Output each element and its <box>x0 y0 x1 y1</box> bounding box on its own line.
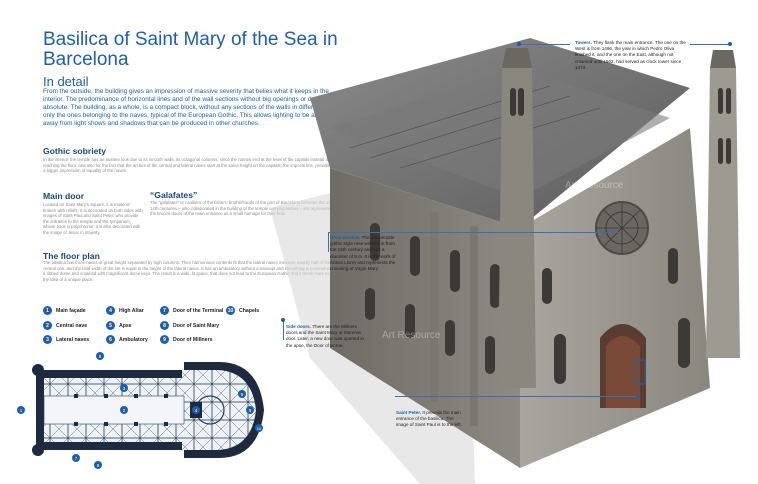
saint-peter-callout-title: Saint Peter. <box>396 410 422 415</box>
galafates-text: The “galafates” or caulkers of the fishe… <box>150 200 343 217</box>
plan-marker-label: 2 <box>123 408 126 413</box>
legend-label: Door of the Terminal <box>173 307 224 314</box>
plan-marker <box>17 406 25 414</box>
subtitle: In detail <box>43 74 89 89</box>
plan-marker <box>255 424 263 432</box>
watermark: Art Resource <box>565 180 624 191</box>
floor-plan-heading: The floor plan <box>43 251 100 261</box>
towers-marker-east <box>728 42 732 46</box>
plan-markers: 1 2 3 4 5 6 7 8 9 10 <box>17 352 263 469</box>
legend-item: 6 Ambulatory <box>106 335 148 344</box>
legend-number: 6 <box>106 335 115 344</box>
legend-number: 3 <box>43 335 52 344</box>
towers-leader-east <box>690 44 730 45</box>
plan-marker-label: 3 <box>123 386 126 391</box>
galafates-heading: “Galafates” <box>150 190 198 200</box>
side-wall <box>330 168 520 468</box>
plan-marker <box>120 406 128 414</box>
legend-label: Chapels <box>239 307 260 314</box>
legend-label: Main façade <box>56 307 86 314</box>
plan-marker <box>246 406 254 414</box>
saint-peter-callout-text: It prevails the main entrance of the bas… <box>396 410 462 428</box>
legend-item: 10 Chapels <box>226 306 259 315</box>
rose-window-callout: Rose window. The insuperable gothic styl… <box>330 235 402 272</box>
plan-marker-label: 4 <box>195 408 198 413</box>
legend-label: Door of Millners <box>173 336 213 343</box>
towers-marker <box>517 42 521 46</box>
gothic-text: In the interior, the temple has an auste… <box>43 157 333 174</box>
rose-leader-h <box>328 232 618 233</box>
towers-callout: Towers. They flank the main entrance. Th… <box>575 40 687 71</box>
legend-label: High Altar <box>119 307 144 314</box>
page-title: Basilica of Saint Mary of the Sea in Bar… <box>43 29 338 70</box>
basilica-illustration <box>270 38 740 484</box>
tower-west <box>498 48 536 388</box>
plan-marker-label: 10 <box>257 426 262 431</box>
legend-item: 5 Apse <box>106 321 132 330</box>
side-doors-marker <box>281 318 285 322</box>
watermark: Art Resource <box>382 330 441 341</box>
rose-callout-text: The insuperable gothic style rose window… <box>330 235 396 272</box>
legend-number: 1 <box>43 306 52 315</box>
plan-marker-label: 9 <box>99 354 102 359</box>
towers-leader <box>520 44 570 45</box>
plan-marker <box>120 384 128 392</box>
plan-marker <box>72 454 80 462</box>
legend-label: Lateral naves <box>56 336 90 343</box>
saint-peter-marker <box>636 394 640 398</box>
side-doors-callout-text: There are the Millners doors and the Sai… <box>286 324 364 348</box>
plan-marker <box>94 461 102 469</box>
legend-number: 8 <box>160 321 169 330</box>
legend-number: 2 <box>43 321 52 330</box>
gothic-heading: Gothic sobriety <box>43 146 107 156</box>
legend-item: 1 Main façade <box>43 306 86 315</box>
legend-label: Central nave <box>56 322 88 329</box>
floor-plan-text: The basilica has three naves of great he… <box>43 260 335 282</box>
legend-item: 7 Door of the Terminal <box>160 306 223 315</box>
legend-item: 4 High Altar <box>106 306 144 315</box>
plan-marker-label: 8 <box>97 463 100 468</box>
plan-marker-label: 1 <box>20 408 23 413</box>
plan-body <box>32 362 264 458</box>
roof <box>310 38 690 228</box>
saint-peter-callout: Saint Peter. It prevails the main entran… <box>396 410 466 429</box>
towers-callout-title: Towers. <box>575 40 593 45</box>
legend-label: Apse <box>119 322 132 329</box>
side-doors-callout: Side doors. There are the Millners doors… <box>286 324 366 349</box>
rose-leader <box>328 232 329 252</box>
legend-number: 5 <box>106 321 115 330</box>
main-facade <box>520 128 710 468</box>
legend-item: 8 Door of Saint Mary <box>160 321 219 330</box>
floor-plan: 1 2 3 4 5 6 7 8 9 10 <box>17 352 264 469</box>
plan-marker <box>238 390 246 398</box>
rose-callout-title: Rose window. <box>330 235 361 240</box>
legend-item: 3 Lateral naves <box>43 335 89 344</box>
legend-number: 7 <box>160 306 169 315</box>
legend-label: Ambulatory <box>119 336 148 343</box>
saint-peter-leader <box>395 396 640 397</box>
main-door-text: Located on Saint Mary's Square, it is ma… <box>43 202 143 235</box>
tower-east <box>706 50 740 358</box>
legend-number: 9 <box>160 335 169 344</box>
legend-item: 2 Central nave <box>43 321 87 330</box>
intro-paragraph: From the outside, the building gives an … <box>43 88 348 127</box>
main-door-heading: Main door <box>43 191 85 201</box>
legend-number: 4 <box>106 306 115 315</box>
legend-label: Door of Saint Mary <box>173 322 220 329</box>
legend-number: 10 <box>226 306 235 315</box>
side-doors-leader <box>283 318 284 340</box>
side-doors-callout-title: Side doors. <box>286 324 312 329</box>
plan-marker-label: 7 <box>75 456 78 461</box>
plan-marker <box>192 406 200 414</box>
plan-marker-label: 6 <box>249 408 252 413</box>
legend-item: 9 Door of Millners <box>160 335 212 344</box>
plan-marker <box>96 352 104 360</box>
towers-callout-text: They flank the main entrance. The one on… <box>575 40 686 70</box>
plan-marker-label: 5 <box>241 392 244 397</box>
